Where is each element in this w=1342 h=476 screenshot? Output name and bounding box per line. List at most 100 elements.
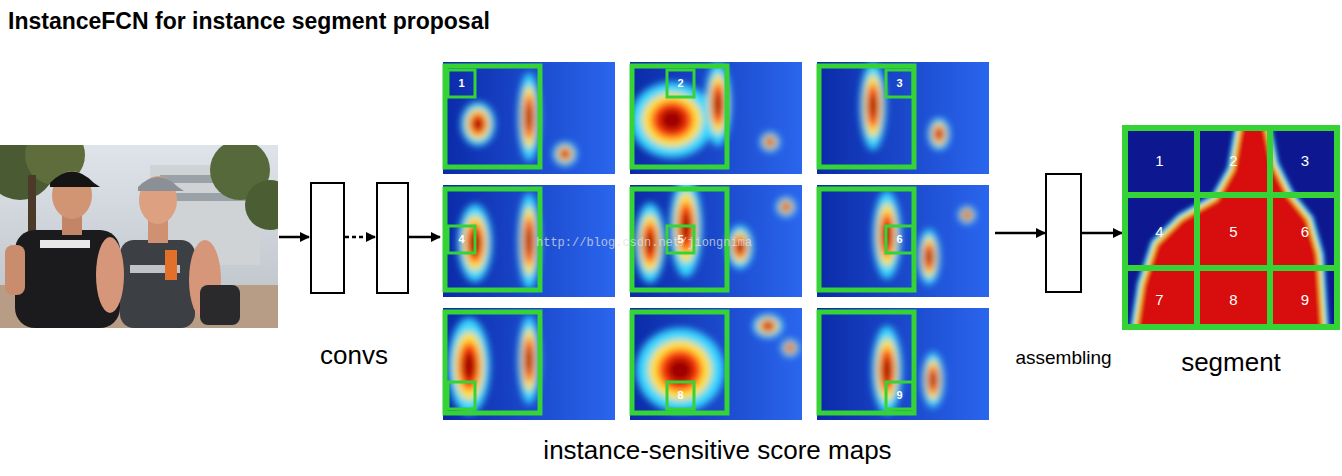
heatmap (630, 62, 802, 174)
heat-blob (714, 91, 722, 116)
segment-cell: 5 (1197, 195, 1270, 268)
window-box (445, 189, 540, 290)
callout-number: 8 (667, 382, 694, 409)
heat-blob (524, 217, 535, 265)
grid-line (1194, 125, 1200, 330)
heat-blob (931, 122, 947, 145)
cell-number: 4 (1155, 223, 1163, 240)
heat-blob (659, 109, 684, 132)
heatmap (817, 185, 989, 297)
heat-blob (787, 345, 792, 350)
bin-box (448, 226, 475, 253)
window-box (819, 66, 914, 167)
conv-layers (270, 170, 420, 310)
heat-blobs (635, 185, 796, 283)
window-box (819, 312, 914, 413)
heat-blobs (461, 73, 577, 166)
arrow (1082, 232, 1122, 235)
callout-number: 4 (448, 226, 475, 253)
heatmap (817, 62, 989, 174)
heat-blob (454, 331, 484, 400)
score-map-group: instance-sensitive score maps (440, 55, 995, 473)
window-box (632, 66, 727, 167)
heat-blobs (860, 62, 950, 150)
heat-blob (958, 206, 976, 224)
callout-number: 3 (886, 70, 913, 97)
cell-number: 2 (1229, 152, 1237, 169)
segment-cell: 6 (1270, 195, 1340, 268)
segment-cell: 4 (1122, 195, 1197, 268)
heat-blobs (636, 314, 799, 412)
callout-number: 6 (886, 226, 913, 253)
heat-blob (556, 145, 573, 162)
callout-number: 1 (448, 70, 475, 97)
heat-blob (781, 339, 799, 357)
heat-blob (518, 316, 540, 404)
heat-blob (521, 85, 537, 148)
heatmap (443, 308, 615, 420)
heat-blob (925, 360, 941, 400)
heat-blob (860, 62, 886, 150)
window-box (632, 312, 727, 413)
arrow (408, 236, 440, 239)
bin-box (667, 70, 694, 97)
callout-number: 9 (886, 382, 913, 409)
heatmap (630, 308, 802, 420)
heat-blob (642, 93, 702, 148)
heat-blob (783, 204, 789, 210)
heatmap (817, 308, 989, 420)
cell-number: 6 (1301, 223, 1309, 240)
heat-blobs (630, 62, 780, 158)
heat-blob (779, 200, 793, 214)
cell-number: 8 (1229, 291, 1237, 308)
heat-blob (928, 118, 950, 150)
node-label: segment (1122, 347, 1340, 378)
arrow (279, 236, 309, 239)
segment-cell: 9 (1270, 268, 1340, 330)
heatmap-ground (817, 62, 989, 174)
heat-blob (630, 82, 714, 158)
bin-box (448, 382, 475, 409)
heat-blobs (448, 316, 540, 414)
segment-cell: 8 (1197, 268, 1270, 330)
heat-blob (670, 185, 702, 277)
heat-blob (867, 84, 880, 128)
heat-blob (883, 357, 892, 383)
heat-blob (448, 318, 490, 414)
node-label: convs (300, 340, 408, 371)
arrow (995, 232, 1045, 235)
watermark: http://blog.csdn.net/jiongnima (536, 236, 752, 250)
heat-blob (961, 209, 974, 222)
heat-blob (636, 328, 724, 412)
heat-blob (784, 342, 797, 355)
segment-cell: 2 (1197, 125, 1270, 195)
heat-blob (559, 148, 571, 160)
mask-ground (1122, 125, 1340, 330)
heatmap-ground (817, 308, 989, 420)
heat-blob (936, 129, 943, 139)
callout-number: 2 (667, 70, 694, 97)
heatmap-ground (630, 308, 802, 420)
heat-blob (924, 243, 935, 271)
bin-box (886, 70, 913, 97)
heat-blob (753, 314, 783, 338)
heat-blob (466, 108, 490, 140)
heatmap-ground (817, 185, 989, 297)
heat-blobs (458, 193, 540, 289)
heat-blob (651, 101, 693, 139)
heat-blobs (873, 191, 976, 285)
heat-blob (518, 73, 540, 161)
heat-blob (761, 320, 776, 332)
cell-number: 7 (1155, 291, 1163, 308)
window-box (445, 66, 540, 167)
conv-box (377, 183, 408, 293)
photo (0, 145, 278, 328)
heat-blob (767, 139, 773, 145)
heat-blob (928, 366, 939, 394)
heat-blob (473, 117, 483, 130)
heat-blob (667, 357, 693, 382)
segment-cell: 3 (1270, 125, 1340, 195)
bin-box (448, 70, 475, 97)
heat-blob (521, 328, 537, 391)
heat-blob (781, 202, 791, 212)
